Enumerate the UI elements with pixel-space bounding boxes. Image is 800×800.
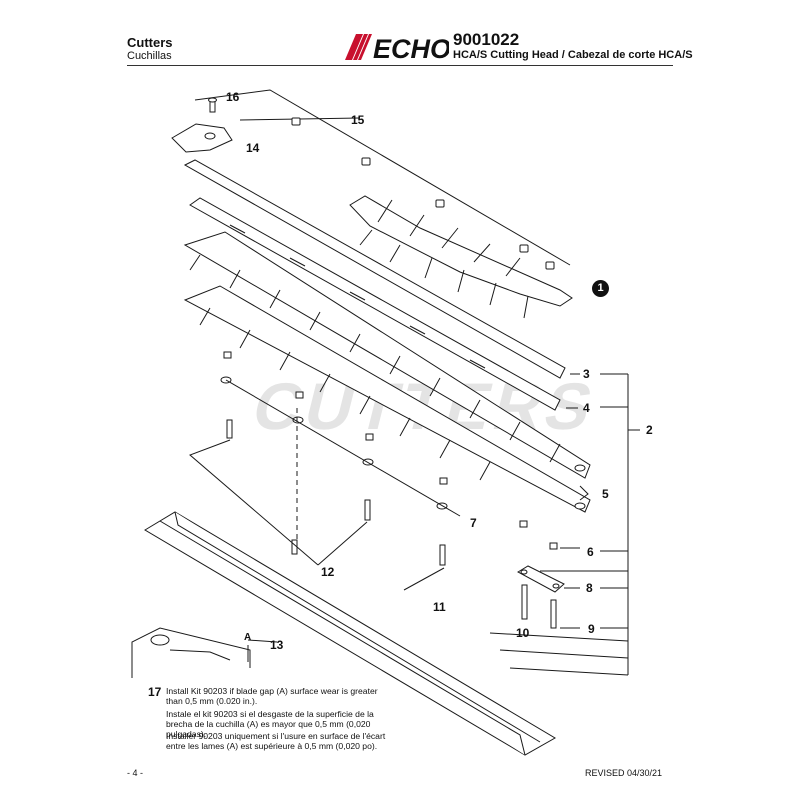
part-number: 9001022 [453,30,520,49]
callout-3: 3 [583,367,590,381]
note-french: Installer 90203 uniquement si l'usure en… [166,731,386,751]
nut-row [291,117,555,270]
note-english: Install Kit 90203 if blade gap (A) surfa… [166,686,378,706]
part-5-blades [183,231,591,513]
callout-2: 2 [646,423,653,437]
part-14-clip [171,123,233,153]
callout-9: 9 [588,622,595,636]
callout-8: 8 [586,581,593,595]
callout-11: 11 [433,600,446,614]
note-number: 17 [148,685,162,699]
leader-7 [225,379,461,517]
part-3-bar [183,159,566,379]
revision-date: REVISED 04/30/21 [585,768,663,778]
part-9-10-screws [521,584,557,629]
callout-13: 13 [270,638,284,652]
part-11-screw [439,544,446,566]
callout-12: 12 [321,565,335,579]
callout-5: 5 [602,487,609,501]
gap-label-a: A [244,632,251,643]
part-13-lower-guard [144,511,556,756]
diagram-description: HCA/S Cutting Head / Cabezal de corte HC… [453,49,693,61]
part-16-screw [208,97,217,113]
section-subtitle: Cuchillas [127,50,172,62]
callout-16: 16 [226,90,240,104]
page-number: - 4 - [127,768,144,778]
callout-10: 10 [516,626,530,640]
callout-6: 6 [587,545,594,559]
callout-14: 14 [246,141,260,155]
part-4-bar [189,197,561,411]
callout-4: 4 [583,401,590,415]
section-title: Cutters [127,35,173,50]
callout-15: 15 [351,113,365,127]
part-8-bracket [516,565,565,593]
part-1-blade-guard [349,195,573,319]
callout-7: 7 [470,516,477,530]
note-spanish: Instale el kit 90203 si el desgaste de l… [166,709,374,739]
header-divider [127,65,673,66]
echo-logo: ECHO [343,30,451,67]
logo-wordmark: ECHO [373,34,449,62]
bracket-line-15 [194,89,571,266]
blade-gap-inset [131,627,251,678]
part-12-screws [226,419,371,555]
leader-12 [189,439,319,566]
leader-13 [247,639,278,643]
part-6-spacers [223,351,558,550]
callout-1: 1 [592,280,609,297]
